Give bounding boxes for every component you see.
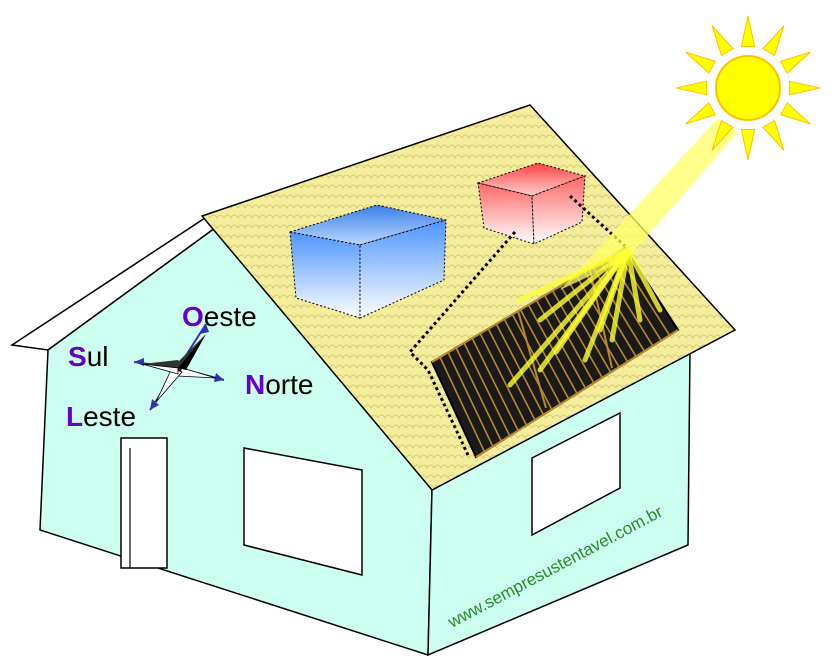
sun-point bbox=[685, 102, 717, 125]
collector-fin bbox=[439, 356, 486, 453]
sun-ray bbox=[625, 247, 643, 323]
compass-rose-icon bbox=[133, 323, 225, 411]
sun-point bbox=[740, 128, 756, 161]
front-window bbox=[243, 447, 363, 576]
collector-fin bbox=[511, 314, 561, 405]
sun-point bbox=[711, 25, 734, 57]
sun-point bbox=[788, 80, 821, 96]
sun-point bbox=[779, 102, 811, 125]
label-norte: Norte bbox=[245, 369, 313, 400]
sun-point bbox=[762, 25, 785, 57]
collector-fin bbox=[455, 347, 502, 442]
sun-ray bbox=[609, 247, 631, 343]
collector-fin bbox=[447, 352, 494, 447]
collector-fin bbox=[568, 280, 620, 368]
collector-fin bbox=[463, 342, 511, 437]
sun-point bbox=[740, 15, 756, 48]
sun-point bbox=[762, 119, 785, 151]
roof bbox=[200, 104, 737, 491]
door bbox=[120, 437, 168, 569]
collector-fin bbox=[495, 323, 545, 416]
sun-ray bbox=[582, 247, 631, 363]
label-leste: Leste bbox=[66, 401, 136, 432]
sun-point bbox=[711, 119, 734, 151]
label-oeste: Oeste bbox=[182, 301, 257, 332]
collector-fin bbox=[479, 333, 528, 426]
collector-fin bbox=[487, 328, 536, 421]
collector-fin bbox=[559, 285, 612, 373]
sun-ray bbox=[517, 247, 631, 303]
sun-ray bbox=[537, 247, 631, 373]
sun-point bbox=[685, 51, 717, 74]
beam-rays bbox=[507, 247, 663, 388]
sunbeam bbox=[560, 118, 738, 290]
sun-ray bbox=[507, 247, 631, 388]
sun-icon bbox=[675, 15, 821, 161]
sun-ray bbox=[537, 247, 631, 323]
label-sul: Sul bbox=[68, 341, 108, 372]
sun-point bbox=[779, 51, 811, 74]
hot-water-tank bbox=[476, 162, 587, 245]
collector-fin bbox=[519, 309, 570, 400]
cold-pipe bbox=[407, 231, 517, 456]
collector-fin bbox=[471, 337, 519, 431]
sun-ray bbox=[625, 247, 663, 313]
side-window bbox=[531, 411, 621, 537]
cold-water-tank bbox=[289, 204, 447, 319]
sun-point bbox=[675, 80, 708, 96]
